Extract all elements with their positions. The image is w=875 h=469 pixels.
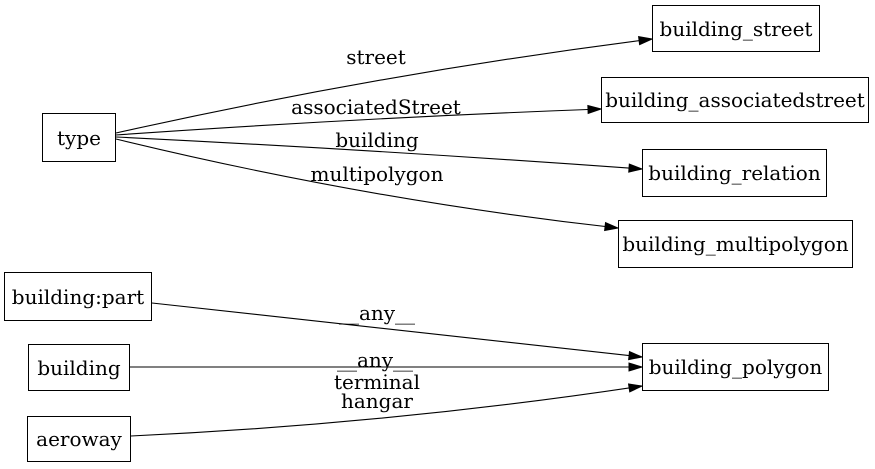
edge-label-type-to-building-multipolygon: multipolygon — [311, 162, 444, 186]
arrowhead-icon — [587, 104, 603, 115]
edge-type-to-building-multipolygon — [115, 138, 619, 229]
node-type: type — [42, 113, 116, 162]
edge-type-to-building-relation — [115, 136, 643, 170]
node-label: building_multipolygon — [622, 232, 849, 256]
arrowhead-icon — [627, 383, 644, 393]
arrowhead-icon — [628, 163, 644, 173]
edge-type-to-building-associatedstreet — [115, 108, 602, 136]
edge-label-line: street — [346, 45, 406, 69]
edge-label-line: __any__ — [337, 348, 413, 372]
node-label: building_relation — [648, 161, 821, 185]
arrowhead-icon — [628, 362, 644, 372]
edge-label-building-part-to-building-polygon: __any__ — [339, 301, 415, 325]
edge-type-to-building-street — [115, 38, 653, 134]
node-building-multipolygon: building_multipolygon — [618, 220, 853, 268]
node-building: building — [28, 344, 130, 391]
edge-label-line: building — [335, 128, 419, 152]
edge-label-line: terminal — [334, 370, 420, 394]
node-label: type — [57, 125, 101, 150]
edge-aeroway-to-building-polygon — [130, 385, 643, 437]
edge-label-line: multipolygon — [311, 162, 444, 186]
node-building-relation: building_relation — [642, 149, 827, 197]
node-label: building_street — [659, 16, 813, 41]
arrowhead-icon — [604, 221, 620, 232]
node-label: building — [37, 355, 121, 380]
edge-label-line: associatedStreet — [291, 95, 461, 119]
edge-label-line: __any__ — [339, 301, 415, 325]
node-building-part: building:part — [4, 272, 152, 321]
node-label: building_associatedstreet — [605, 88, 865, 112]
node-building-street: building_street — [652, 5, 820, 52]
arrowhead-icon — [628, 350, 644, 361]
node-building-polygon: building_polygon — [642, 343, 829, 391]
node-label: building_polygon — [648, 355, 823, 379]
node-aeroway: aeroway — [27, 416, 131, 462]
node-building-associatedstreet: building_associatedstreet — [601, 77, 869, 123]
edge-label-type-to-building-relation: building — [335, 128, 419, 152]
arrowhead-icon — [638, 36, 654, 46]
edge-label-type-to-building-associatedstreet: associatedStreet — [291, 95, 461, 119]
edge-label-line: hangar — [341, 389, 413, 413]
edge-label-building-to-building-polygon: __any__ — [337, 348, 413, 372]
node-label: building:part — [11, 284, 145, 309]
edge-building-part-to-building-polygon — [151, 302, 643, 358]
node-label: aeroway — [36, 427, 122, 451]
edge-label-type-to-building-street: street — [346, 45, 406, 69]
